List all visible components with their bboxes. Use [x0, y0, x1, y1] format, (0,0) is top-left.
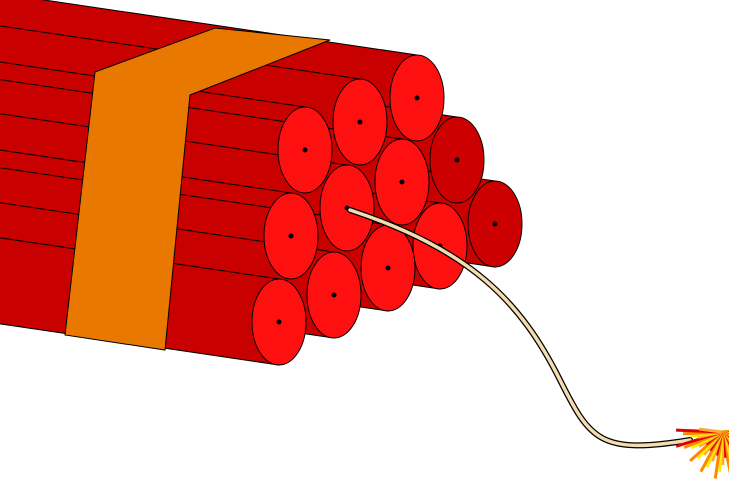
orange-band: [64, 27, 331, 351]
stick-face: [251, 278, 307, 366]
fuse: [347, 207, 693, 449]
stick-face: [306, 251, 362, 339]
stick-face: [277, 106, 333, 194]
spark-ray: [698, 427, 723, 434]
stick-face: [467, 180, 523, 268]
stick-face: [319, 164, 375, 252]
stick-face: [389, 54, 445, 142]
stick-face: [332, 78, 388, 166]
stick-face: [360, 224, 416, 312]
stick-face: [263, 192, 319, 280]
spark-icon: [675, 427, 729, 479]
stick-faces: [251, 54, 523, 366]
stick-face: [429, 116, 485, 204]
stick-face: [374, 138, 430, 226]
